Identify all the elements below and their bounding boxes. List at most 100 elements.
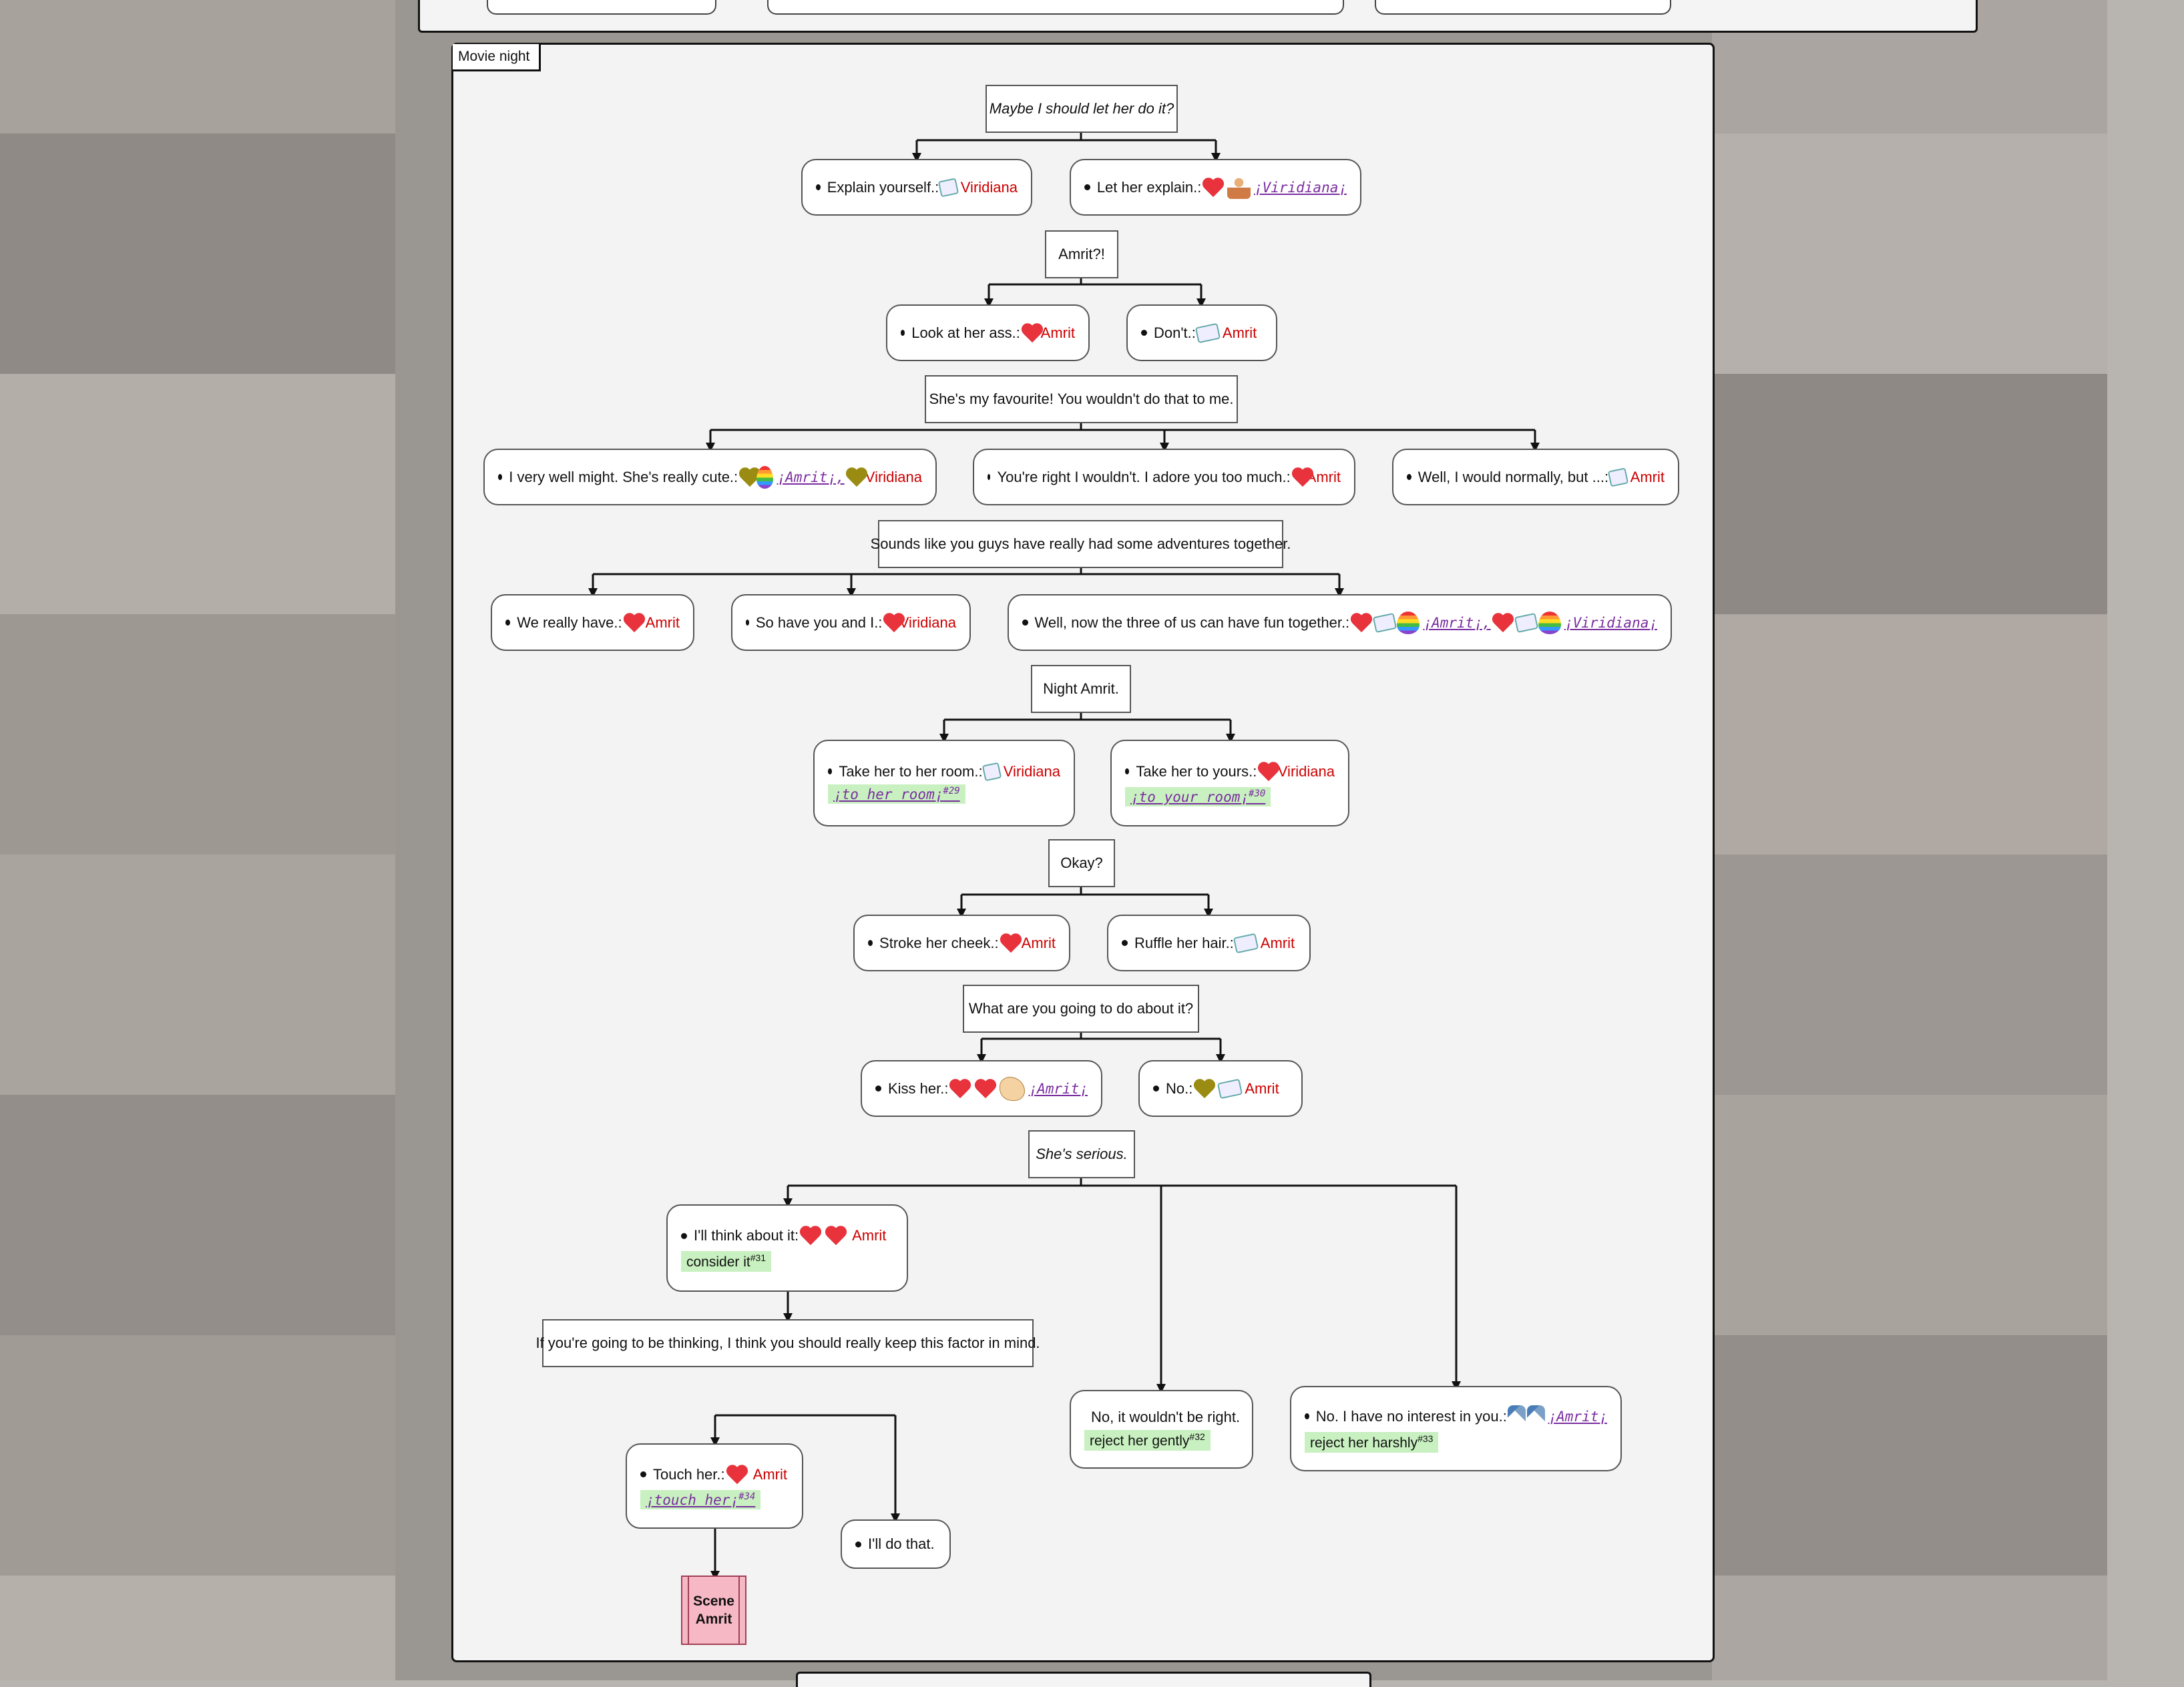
handshake-icon	[1217, 1078, 1243, 1099]
character-link[interactable]: ¡Amrit¡	[1548, 1408, 1608, 1425]
choice-label: No, it wouldn't be right.	[1091, 1408, 1241, 1425]
bullet-icon	[855, 1541, 861, 1547]
heart-icon	[1202, 176, 1225, 199]
choice-node[interactable]: So have you and I.: Viridiana	[731, 594, 971, 651]
rainbow-heart-icon	[1397, 611, 1420, 634]
bullet-icon	[1122, 940, 1128, 946]
bullet-icon	[1084, 184, 1090, 190]
heart-icon	[1021, 322, 1038, 344]
character-name: Viridiana	[899, 614, 956, 631]
character-name: Viridiana	[1003, 762, 1060, 780]
choice-label: Ruffle her hair.:	[1134, 934, 1234, 951]
choice-label: Kiss her.:	[888, 1079, 949, 1097]
scene-node[interactable]: Scene Amrit	[681, 1576, 746, 1645]
choice-label: Well, I would normally, but ...:	[1417, 468, 1609, 485]
bullet-icon	[868, 940, 873, 946]
bullet-icon	[1407, 474, 1411, 480]
choice-label: Explain yourself.:	[827, 178, 939, 196]
choice-node[interactable]: No, it wouldn't be right. reject her gen…	[1070, 1390, 1253, 1469]
choice-label: No.:	[1166, 1079, 1193, 1097]
character-link[interactable]: ¡Amrit¡,	[777, 469, 845, 485]
choice-node[interactable]: Don't.:Amrit	[1126, 304, 1277, 361]
choice-label: So have you and I.:	[755, 614, 883, 631]
choice-node[interactable]: I'll think about it:Amrit consider it#31	[666, 1204, 908, 1292]
person-icon	[1227, 176, 1251, 199]
choice-node[interactable]: Well, now the three of us can have fun t…	[1008, 594, 1672, 651]
choice-node[interactable]: Touch her.:Amrit ¡touch her¡#34	[626, 1443, 803, 1529]
route-tag-label: reject her gently	[1090, 1433, 1190, 1449]
bullet-icon	[1153, 1086, 1159, 1092]
bullet-icon	[875, 1086, 881, 1092]
bullet-icon	[681, 1232, 687, 1239]
choice-node[interactable]: Take her to her room.:Viridiana ¡to her …	[813, 740, 1075, 826]
choice-node[interactable]: No. I have no interest in you.:¡Amrit¡ r…	[1290, 1386, 1622, 1471]
route-tag[interactable]: reject her gently#32	[1084, 1429, 1211, 1451]
route-tag[interactable]: ¡to your room¡#30	[1125, 786, 1271, 806]
heart-icon	[1350, 612, 1373, 634]
heart-icon	[799, 1224, 823, 1247]
bullet-icon	[498, 474, 503, 480]
character-link[interactable]: ¡Viridiana¡	[1253, 179, 1347, 196]
choice-node[interactable]: I'll do that.	[841, 1519, 951, 1569]
character-link[interactable]: ¡Viridiana¡	[1564, 614, 1657, 631]
prompt-box: She's serious.	[1028, 1130, 1135, 1178]
background-image	[1712, 1576, 2107, 1680]
character-name: Amrit	[852, 1227, 887, 1244]
choice-node[interactable]: No.:Amrit	[1138, 1060, 1303, 1117]
background-image	[0, 855, 395, 1095]
choice-label: I very well might. She's really cute.:	[509, 468, 738, 485]
choice-label: Take her to yours.:	[1136, 762, 1257, 780]
route-tag[interactable]: consider it#31	[681, 1251, 772, 1272]
choice-node[interactable]: Explain yourself.:Viridiana	[801, 159, 1032, 216]
bullet-icon	[828, 768, 833, 774]
character-name: Amrit	[1040, 324, 1075, 341]
character-link[interactable]: ¡Amrit¡	[1028, 1080, 1088, 1097]
previous-node	[1375, 0, 1671, 15]
background-image	[0, 1335, 395, 1576]
background-image	[0, 374, 395, 614]
choice-node[interactable]: We really have.:Amrit	[491, 594, 694, 651]
prompt-box: What are you going to do about it?	[963, 985, 1199, 1033]
choice-node[interactable]: I very well might. She's really cute.: ¡A…	[483, 449, 937, 505]
handshake-icon	[1373, 612, 1397, 633]
choice-label: We really have.:	[517, 614, 622, 631]
choice-node[interactable]: Stroke her cheek.: Amrit	[853, 915, 1070, 971]
background-image	[1712, 855, 2107, 1095]
scene-label: Amrit	[695, 1612, 732, 1627]
route-tag-label: reject her harshly	[1310, 1435, 1418, 1451]
route-tag[interactable]: ¡to her room¡#29	[828, 784, 965, 804]
choice-node[interactable]: You're right I wouldn't. I adore you too…	[973, 449, 1355, 505]
heart-icon	[1492, 612, 1514, 634]
character-link[interactable]: ¡Amrit¡,	[1423, 614, 1491, 631]
bullet-icon	[988, 474, 991, 480]
heart-icon	[623, 612, 642, 634]
choice-node[interactable]: Ruffle her hair.: Amrit	[1107, 915, 1311, 971]
route-tag-label: ¡to your room¡	[1130, 788, 1249, 805]
background-image	[1712, 134, 2107, 374]
character-name: Viridiana	[865, 468, 923, 485]
choice-label: I'll do that.	[868, 1535, 935, 1552]
route-tag[interactable]: ¡touch her¡#34	[640, 1489, 761, 1509]
route-tag-label: ¡to her room¡	[833, 786, 943, 802]
route-number: #31	[750, 1252, 767, 1263]
runner-icon	[1507, 1405, 1526, 1428]
choice-label: Let her explain.:	[1096, 178, 1202, 196]
route-tag[interactable]: reject her harshly#33	[1305, 1431, 1439, 1453]
choice-node[interactable]: Let her explain.: ¡Viridiana¡	[1070, 159, 1361, 216]
heart-icon	[726, 1463, 750, 1486]
heart-icon	[1291, 466, 1303, 489]
bullet-icon	[816, 184, 821, 190]
choice-node[interactable]: Take her to yours.:Viridiana ¡to your ro…	[1110, 740, 1349, 826]
heart-icon	[1257, 760, 1274, 783]
choice-node[interactable]: Look at her ass.:Amrit	[886, 304, 1090, 361]
bullet-icon	[1305, 1413, 1309, 1419]
character-name: Amrit	[1260, 934, 1295, 951]
background-image	[1712, 614, 2107, 855]
character-name: Amrit	[1021, 934, 1056, 951]
choice-node[interactable]: Kiss her.: ¡Amrit¡	[861, 1060, 1102, 1117]
heart-icon	[974, 1077, 998, 1100]
prompt-box: Maybe I should let her do it?	[986, 85, 1178, 133]
choice-label: Stroke her cheek.:	[879, 934, 999, 951]
background-image	[1712, 1335, 2107, 1576]
choice-node[interactable]: Well, I would normally, but ...:Amrit	[1392, 449, 1679, 505]
